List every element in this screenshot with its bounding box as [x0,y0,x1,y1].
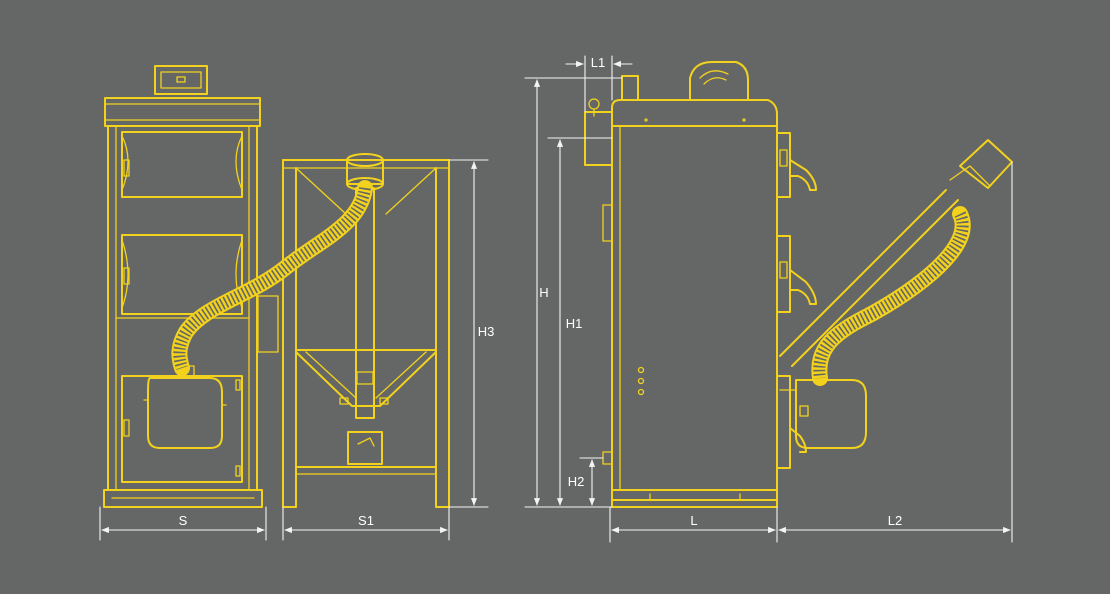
dim-label-h1: H1 [566,316,583,331]
dim-label-h: H [539,285,548,300]
dim-label-s: S [179,513,188,528]
dim-label-l1: L1 [591,55,605,70]
dim-label-l: L [690,513,697,528]
dim-label-s1: S1 [358,513,374,528]
boiler-front-view [103,65,279,508]
dim-label-l2: L2 [888,513,902,528]
dimension-lines [99,55,1013,543]
boiler-side-view [584,61,867,508]
dim-label-h3: H3 [478,324,495,339]
dimension-labels: S S1 H3 H H1 H2 L1 L L2 [179,55,903,528]
flexible-auger-hose-side [811,206,971,386]
flexible-auger-hose-front [171,180,373,376]
hopper-front-view [282,153,450,508]
inclined-auger-tube [779,139,1013,367]
dim-label-h2: H2 [568,474,585,489]
